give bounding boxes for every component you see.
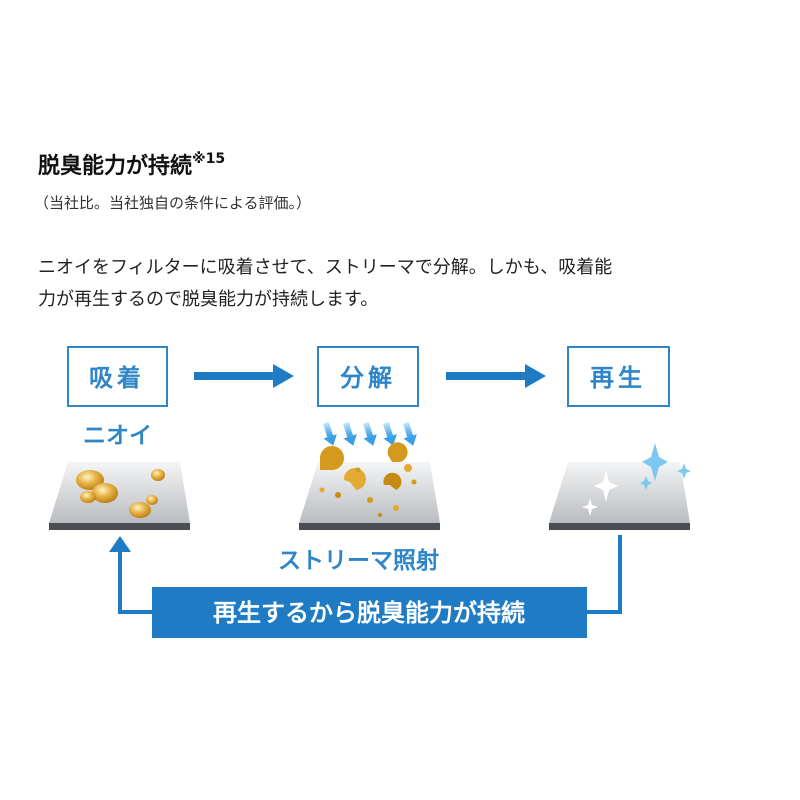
filter-plate-regenerate	[549, 443, 691, 530]
sparkle-icon	[594, 470, 618, 502]
banner-label: 再生するから脱臭能力が持続	[213, 599, 525, 627]
sparkle-icon	[640, 476, 652, 490]
description-line-2: 力が再生するので脱臭能力が持続します。	[38, 289, 379, 310]
step-adsorb-box: 吸着	[67, 346, 168, 407]
description-line-1: ニオイをフィルターに吸着させて、ストリーマで分解。しかも、吸着能	[38, 257, 613, 278]
cycle-loop-arrow-icon	[109, 535, 622, 614]
section-heading: 脱臭能力が持続※15	[38, 148, 225, 180]
step-decompose-label: 分解	[340, 364, 396, 392]
streamer-rays-icon	[322, 422, 417, 446]
deodorize-cycle-diagram: 吸着 分解 再生 ニオイ	[49, 346, 691, 638]
heading-title: 脱臭能力が持続	[38, 154, 193, 179]
step-decompose-box: 分解	[317, 346, 419, 407]
sparkle-icon	[677, 463, 691, 479]
footnote-mark: ※15	[192, 151, 226, 167]
sparkle-icon	[582, 498, 598, 516]
arrow-right-icon	[194, 364, 294, 388]
step-adsorb-label: 吸着	[89, 364, 145, 392]
evaluation-note: （当社比。当社独自の条件による評価。）	[34, 194, 312, 212]
odor-label: ニオイ	[83, 423, 152, 449]
regeneration-banner: 再生するから脱臭能力が持続	[152, 587, 587, 638]
decomposing-particles-icon	[319, 442, 417, 517]
description-paragraph: ニオイをフィルターに吸着させて、ストリーマで分解。しかも、吸着能 力が再生するの…	[38, 252, 738, 316]
filter-plate-decompose	[299, 442, 440, 530]
odor-particles-icon	[76, 469, 165, 518]
step-regenerate-box: 再生	[567, 346, 670, 407]
filter-plate-adsorb	[49, 462, 190, 530]
streamer-label: ストリーマ照射	[278, 547, 439, 574]
sparkle-icon	[642, 443, 668, 481]
step-regenerate-label: 再生	[590, 364, 646, 392]
arrow-right-icon	[446, 364, 546, 388]
